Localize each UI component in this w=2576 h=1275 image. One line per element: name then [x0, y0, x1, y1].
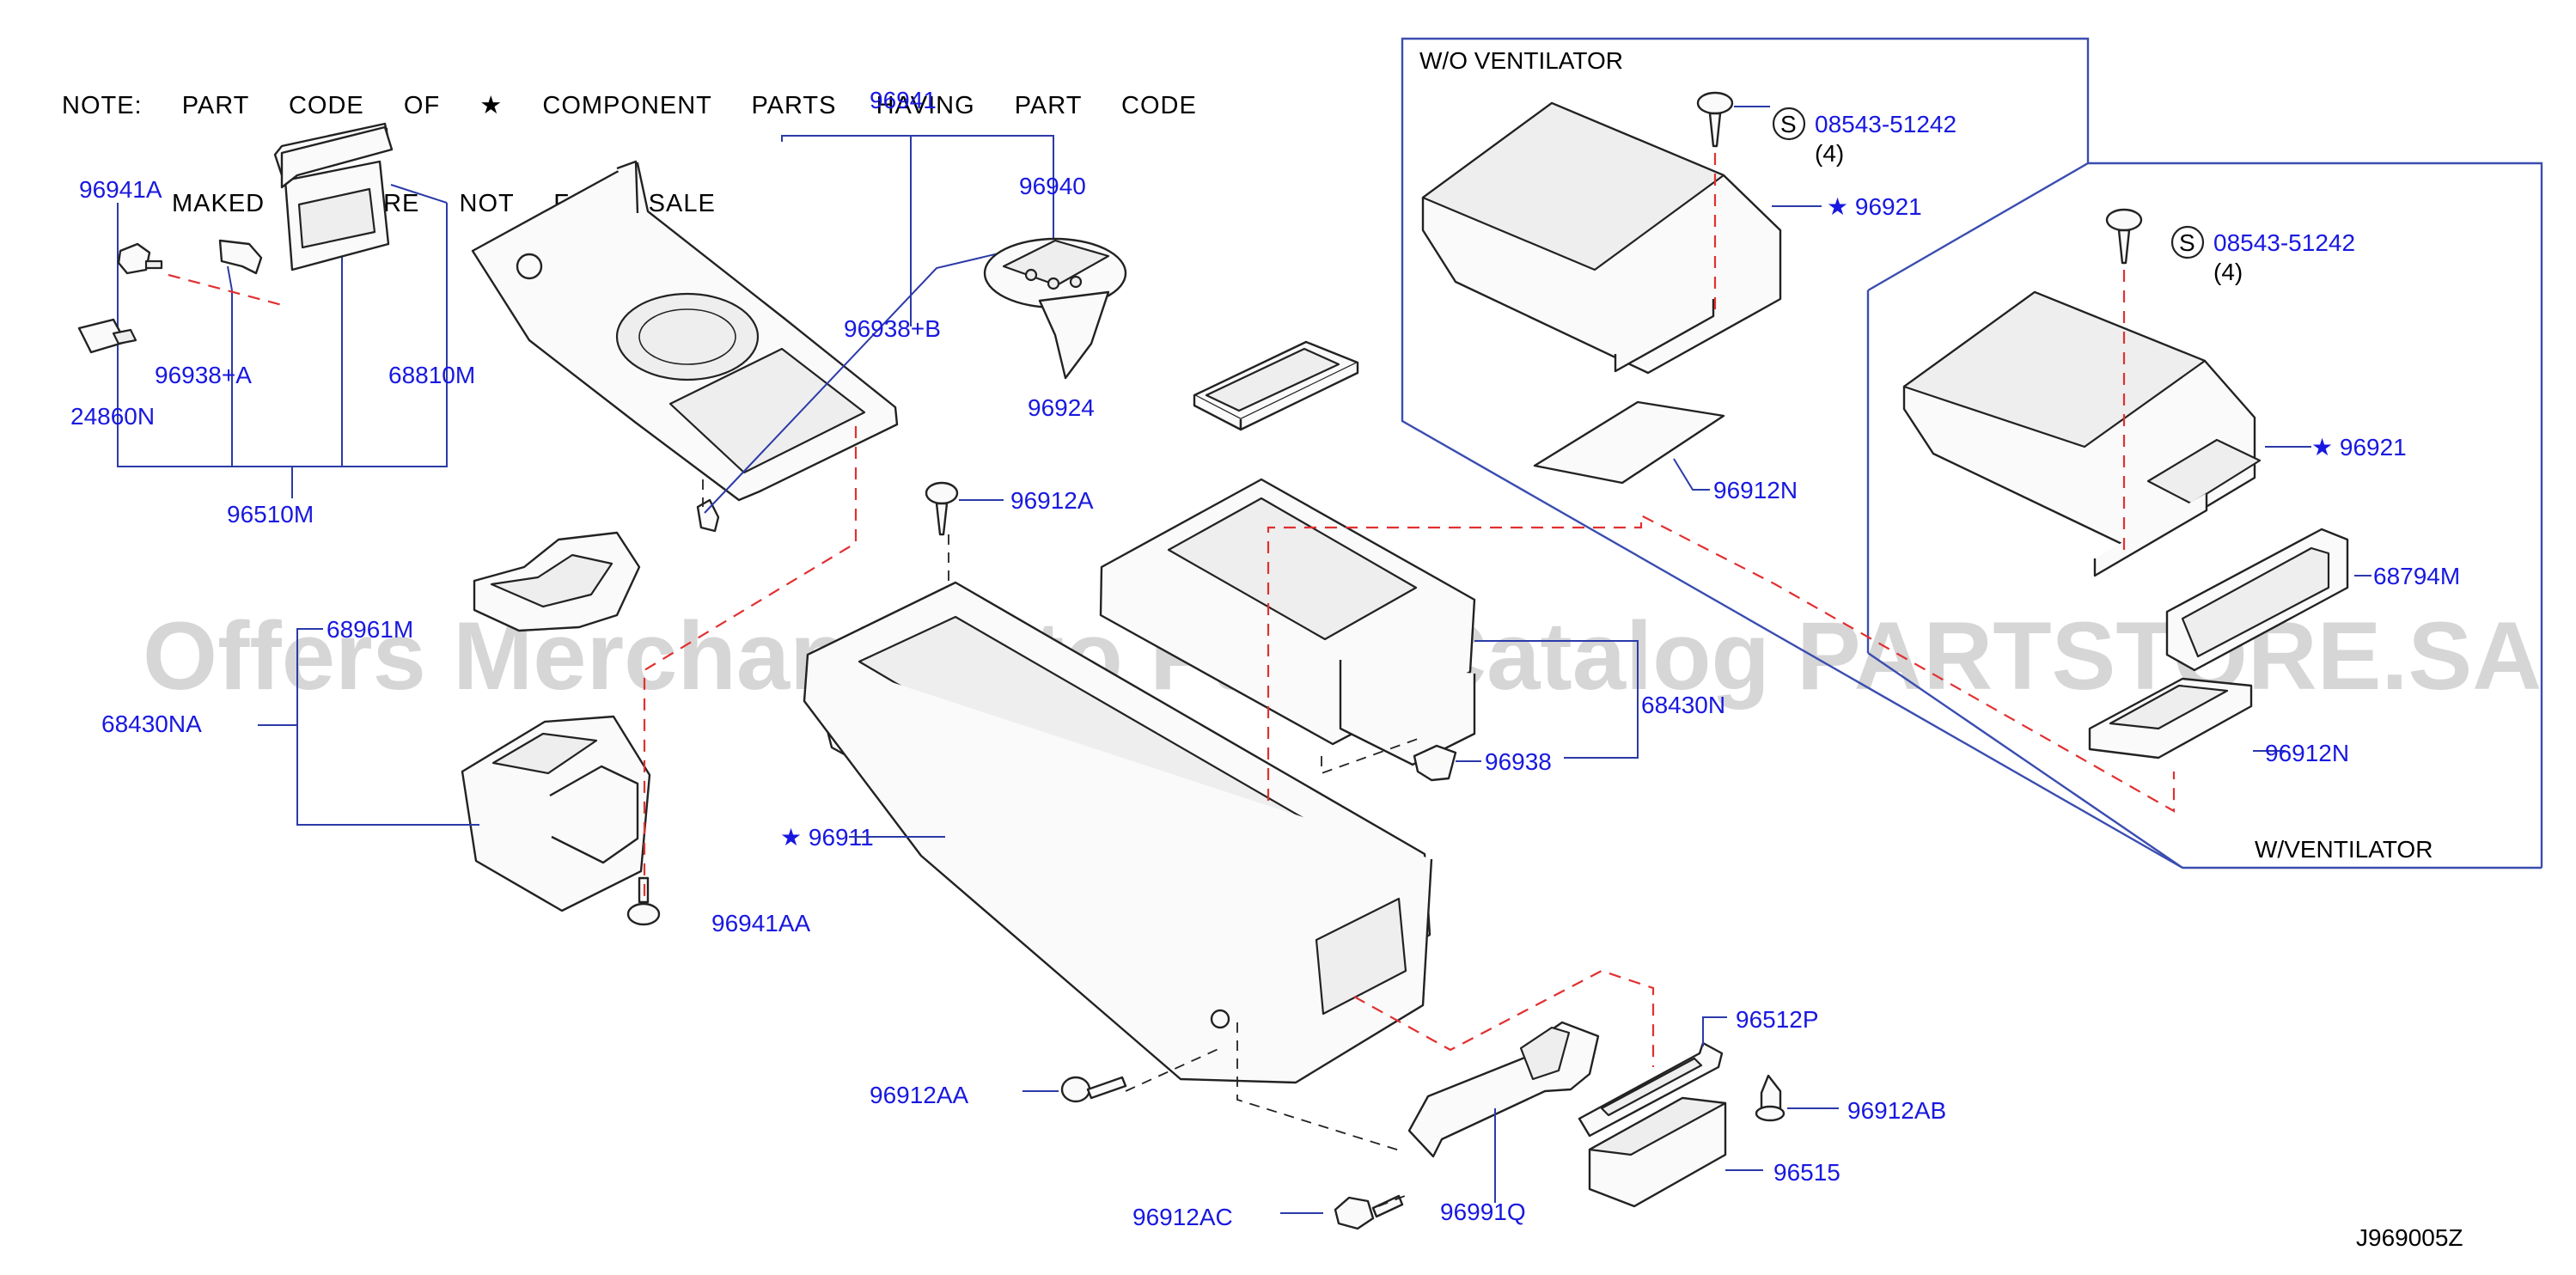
part-96941A-clip: [117, 242, 163, 275]
label-96912AA: 96912AA: [870, 1082, 969, 1108]
part-96912AC-bolt: [1334, 1194, 1404, 1230]
label-96512P: 96512P: [1736, 1006, 1819, 1033]
part-96912N-pad: [1533, 400, 1725, 485]
part-96912AA-screw: [1060, 1076, 1127, 1103]
part-screw-a: [1696, 91, 1734, 148]
label-screw-a: 08543-51242: [1815, 111, 1956, 137]
s-marker-a: [1772, 107, 1806, 141]
label-68430N: 68430N: [1641, 692, 1725, 718]
wo-ventilator-frame: [1401, 37, 2542, 869]
s-mark-a: S: [1780, 111, 1797, 137]
part-68430NA-bin: [461, 715, 651, 912]
lower-bracket-group: [117, 184, 448, 498]
note-line-1: NOTE: PART CODE OF ★ COMPONENT PARTS HAV…: [62, 92, 1197, 119]
s-mark-b: S: [2179, 229, 2195, 256]
part-96941-console-finisher: [471, 160, 899, 533]
qty-screw-b: (4): [2213, 259, 2243, 285]
part-96991Q-bracket: [1407, 1021, 1600, 1158]
label-96515: 96515: [1773, 1159, 1840, 1186]
label-screw-b: 08543-51242: [2213, 229, 2355, 256]
part-96912AB-clip: [1755, 1074, 1785, 1122]
part-96921-armrest-w-ventilator: [1902, 290, 2262, 577]
part-96938A-clip: [218, 239, 263, 275]
label-68430NA: 68430NA: [101, 711, 202, 737]
part-68961M-pocket: [473, 531, 641, 632]
part-96911-console-body: [803, 581, 1433, 1084]
part-lid-top: [280, 125, 394, 189]
part-96940-shift-indicator: [983, 237, 1127, 380]
w-ventilator-frame: [1866, 162, 2543, 869]
label-96921-w: ★ 96921: [2311, 434, 2407, 461]
label-68810M: 68810M: [388, 362, 475, 388]
part-24860N-switch: [77, 318, 137, 354]
label-96912A: 96912A: [1010, 487, 1094, 514]
part-68794M-vent: [2165, 528, 2349, 672]
s-marker-b: [2170, 225, 2205, 259]
assembly-lines: [168, 273, 2176, 1207]
label-96510M: 96510M: [227, 501, 314, 528]
label-96912AB: 96912AB: [1847, 1097, 1946, 1124]
part-96924-tray: [1193, 340, 1359, 431]
sale-note: NOTE: PART CODE OF ★ COMPONENT PARTS HAV…: [62, 24, 1197, 253]
part-screw-b: [2105, 208, 2143, 265]
label-96938B: 96938+B: [844, 315, 941, 342]
part-96912A-screw: [925, 481, 959, 536]
part-labels: 96941 96940 96941A 96938+B 96938+A 68810…: [70, 87, 2460, 1230]
qty-screw-a: (4): [1815, 140, 1844, 167]
label-96912N-wo: 96912N: [1713, 477, 1798, 503]
label-96938: 96938: [1485, 748, 1552, 775]
label-96991Q: 96991Q: [1440, 1199, 1526, 1225]
part-96921-armrest-wo-ventilator: [1421, 101, 1782, 375]
label-68961M: 68961M: [327, 616, 413, 643]
label-96941: 96941: [870, 87, 937, 113]
label-96940: 96940: [1019, 173, 1086, 199]
diagram-code: J969005Z: [2356, 1224, 2463, 1251]
label-24860N: 24860N: [70, 403, 155, 430]
label-96941A: 96941A: [79, 176, 162, 203]
wo-ventilator-label: W/O VENTILATOR: [1419, 47, 1623, 74]
part-96515-tray: [1588, 1096, 1727, 1208]
label-96938A: 96938+A: [155, 362, 252, 388]
label-68794M: 68794M: [2373, 563, 2460, 589]
part-96512P-bracket: [1578, 1041, 1724, 1138]
part-upper-housing: [1099, 478, 1476, 766]
label-96924: 96924: [1028, 394, 1095, 421]
label-96941AA: 96941AA: [711, 910, 811, 936]
part-96912N-vent-bezel: [2088, 677, 2253, 760]
label-96912AC: 96912AC: [1132, 1204, 1233, 1230]
label-96912N-w: 96912N: [2265, 740, 2349, 766]
label-96921-wo: ★ 96921: [1827, 193, 1922, 220]
part-96938-clip: [1413, 744, 1457, 782]
w-ventilator-label: W/VENTILATOR: [2255, 836, 2433, 863]
